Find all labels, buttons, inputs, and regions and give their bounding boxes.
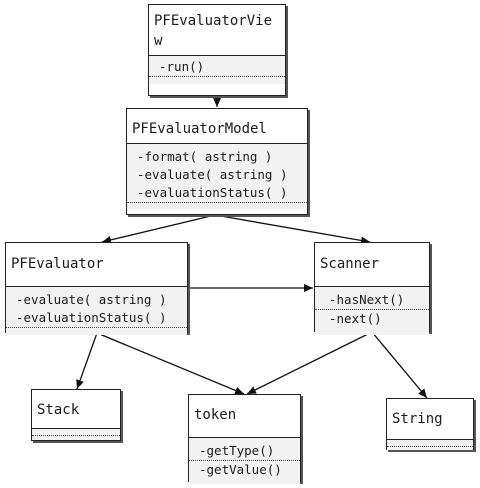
class-box-pfevaluatormodel[interactable]: PFEvaluatorModel -format( astring ) -eva… (126, 108, 308, 215)
class-name: PFEvaluatorView (149, 5, 285, 55)
operations-compartment: -run() (149, 55, 285, 84)
class-name: Scanner (315, 243, 429, 278)
operation: -evaluate( astring ) (137, 167, 288, 182)
operation: -evaluationStatus( ) (6, 309, 187, 328)
operations-compartment: -hasNext() -next() (315, 286, 429, 335)
operation: -evaluationStatus( ) (127, 184, 307, 203)
operation: -next() (329, 311, 382, 326)
arrow-model-to-scanner (214, 214, 371, 245)
arrow-evaluator-to-token (96, 332, 245, 395)
operations-compartment: -evaluate( astring ) -evaluationStatus( … (6, 286, 187, 335)
class-name: PFEvaluator (6, 243, 187, 278)
class-box-stack[interactable]: Stack (31, 389, 121, 441)
class-name: PFEvaluatorModel (127, 109, 307, 143)
arrow-model-to-evaluator (101, 214, 216, 244)
operation: -getType() (189, 442, 300, 461)
operations-compartment (32, 428, 120, 440)
operation: -getValue() (199, 462, 282, 477)
operations-compartment (387, 439, 473, 450)
arrow-scanner-to-token (246, 331, 373, 395)
operations-compartment: -getType() -getValue() (189, 437, 300, 484)
operation: -format( astring ) (137, 149, 273, 164)
class-box-pfevaluatorview[interactable]: PFEvaluatorView -run() (148, 4, 286, 96)
class-box-pfevaluator[interactable]: PFEvaluator -evaluate( astring ) -evalua… (5, 242, 188, 335)
compartment-divider (387, 444, 473, 447)
class-name: Stack (32, 390, 120, 426)
compartment-divider (32, 433, 120, 436)
class-box-scanner[interactable]: Scanner -hasNext() -next() (314, 242, 430, 335)
class-box-token[interactable]: token -getType() -getValue() (188, 394, 301, 484)
class-name: token (189, 395, 300, 429)
class-box-string[interactable]: String (386, 398, 474, 450)
operation: -run() (149, 58, 285, 77)
arrow-scanner-to-string (371, 331, 428, 399)
operation: -hasNext() (315, 291, 429, 310)
operations-compartment: -format( astring ) -evaluate( astring ) … (127, 143, 307, 210)
operation: -evaluate( astring ) (16, 292, 167, 307)
arrow-evaluator-to-stack (76, 332, 98, 390)
class-name: String (387, 399, 473, 437)
